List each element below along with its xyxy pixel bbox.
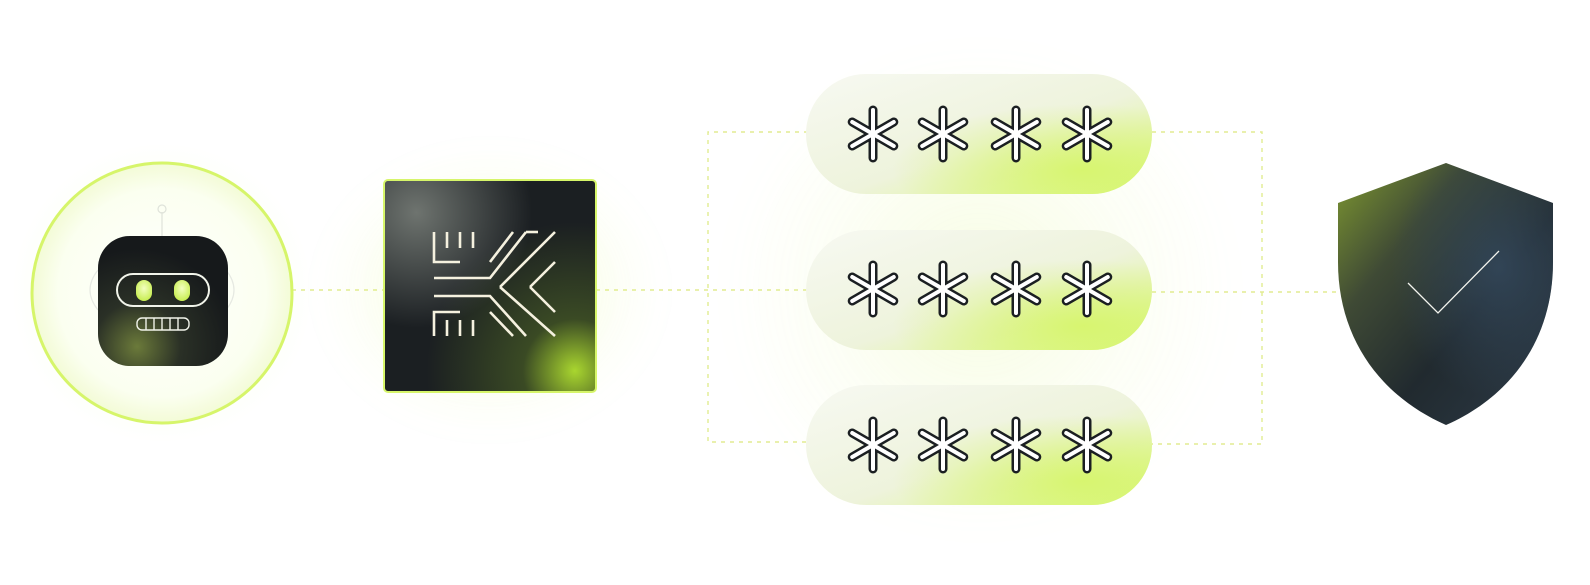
robot-eye-right [174, 280, 190, 301]
agent-node [12, 143, 312, 443]
vault-node [320, 150, 660, 430]
secret-pill [806, 385, 1152, 505]
asterisk-icon [847, 105, 899, 163]
robot-mouth [136, 317, 190, 331]
asterisk-icon [1061, 105, 1113, 163]
checkmark [1407, 250, 1500, 314]
asterisk-icon [917, 105, 969, 163]
secret-pills [720, 40, 1240, 540]
secret-pill [806, 74, 1152, 194]
asterisk-icon [917, 416, 969, 474]
shield-check-icon [1338, 163, 1553, 425]
vault-logo-icon [432, 230, 556, 337]
asterisk-icon [847, 260, 899, 318]
secret-pill [806, 230, 1152, 350]
asterisk-icon [917, 260, 969, 318]
asterisk-icon [847, 416, 899, 474]
asterisk-icon [990, 260, 1042, 318]
shield-node [1338, 163, 1553, 425]
connector-branch-right [1152, 131, 1263, 445]
robot-icon [89, 204, 235, 366]
asterisk-icon [990, 105, 1042, 163]
asterisk-icon [1061, 260, 1113, 318]
masked-secret-glyphs [847, 105, 1113, 474]
robot-eye-left [136, 280, 152, 301]
connector-branch-left [707, 131, 808, 443]
asterisk-icon [1061, 416, 1113, 474]
asterisk-icon [990, 416, 1042, 474]
